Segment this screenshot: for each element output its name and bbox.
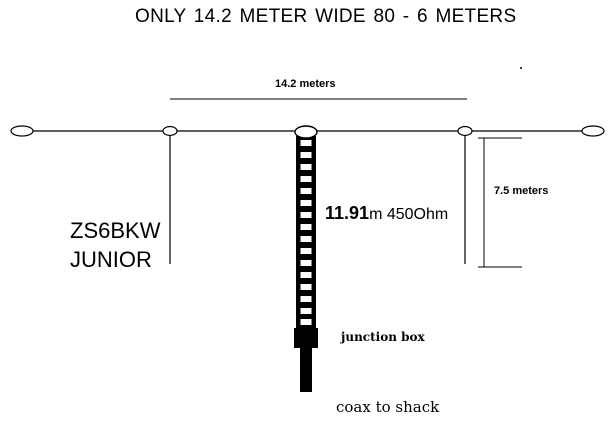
feedline-unit: m 450Ohm [369, 206, 449, 223]
leg-insulator-right [457, 125, 473, 137]
coax-cable [300, 346, 312, 392]
coax-label: coax to shack [336, 398, 440, 416]
model-name-line1: ZS6BKW [70, 218, 161, 243]
feedline-length: 11.91 [325, 203, 370, 223]
diagram-title: ONLY 14.2 METER WIDE 80 - 6 METERS [135, 6, 517, 27]
end-insulator-left [10, 125, 34, 137]
ladder-line [296, 136, 316, 328]
leg-length-label: 7.5 meters [494, 185, 549, 197]
feedline-label: 11.91m 450Ohm [325, 203, 448, 224]
junction-box [294, 328, 318, 348]
span-label: 14.2 meters [275, 78, 336, 90]
leg-insulator-left [162, 125, 178, 137]
stray-dot [520, 67, 522, 69]
junction-box-label: junction box [341, 330, 425, 344]
end-insulator-right [581, 125, 605, 137]
center-insulator [294, 125, 318, 139]
model-name-line2: JUNIOR [70, 247, 152, 272]
